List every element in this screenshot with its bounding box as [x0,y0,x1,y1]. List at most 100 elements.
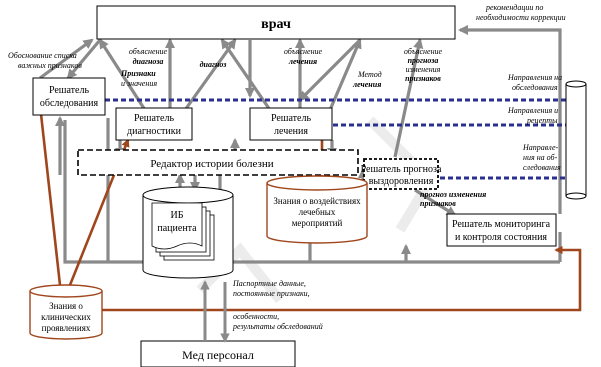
ann-referrals-2: обследования [512,83,558,92]
ann-method-2: лечения [352,80,381,89]
medical-staff-label: Мед персонал [182,348,254,362]
annotations: Обоснование списка важных признаков объя… [8,3,566,331]
ann-prescriptions-1: Направления и [507,106,558,115]
svg-text:лечения: лечения [352,80,381,89]
monitoring-solver: Решатель мониторинга и контроля состояни… [446,213,557,247]
svg-text:Знания о: Знания о [49,301,83,311]
svg-text:проявлениях: проявлениях [42,323,91,333]
ann-treat-expl-1: объяснение [284,47,323,56]
ann-sign-change-2: признаков [420,199,456,208]
ann-justification-1: Обоснование списка [8,51,77,60]
treat-knowledge-line1: Знания о воздействиях [273,196,361,206]
svg-text:клинических: клинических [41,312,91,322]
svg-text:необходимости коррекции: необходимости коррекции [476,13,566,22]
svg-text:признаков: признаков [405,74,441,83]
doctor-node: врач [96,5,456,40]
svg-text:Метод: Метод [357,70,382,79]
ann-referrals2-3: следования [523,163,561,172]
ann-referrals2-1: Направле- [522,143,558,152]
ann-diag-expl-1: объяснение [129,47,168,56]
ann-prog-expl-4: признаков [405,74,441,83]
history-editor: Редактор истории болезни [77,149,359,176]
svg-text:диагноза: диагноза [133,57,164,66]
ann-signs-2: и значения [121,79,157,88]
ann-signs-1: Признаки [120,69,156,78]
svg-text:обследования: обследования [512,83,558,92]
ann-prog-expl-1: объяснение [404,47,443,56]
monitoring-line2: и контроля состояния [455,232,547,243]
ann-justification-2: важных признаков [18,61,82,70]
treat-solver-line1: Решатель [271,113,312,124]
svg-text:ИБ: ИБ [171,210,184,221]
treat-knowledge-line3: мероприятий [292,218,343,228]
patient-record-db: ИБ пациента [142,186,234,279]
svg-text:Направления и: Направления и [507,106,558,115]
ann-referrals2-2: ния на об- [523,153,558,162]
svg-text:выздоровления: выздоровления [369,176,434,187]
exam-solver-line1: Решатель [49,85,90,96]
svg-text:лечения: лечения [288,57,317,66]
diag-solver-line1: Решатель [134,113,175,124]
treat-solver-line2: лечения [274,126,308,137]
monitoring-line1: Решатель мониторинга [452,219,551,230]
ann-diagnosis: диагноз [200,60,227,69]
clinical-line3: проявлениях [42,323,91,333]
svg-text:важных признаков: важных признаков [18,61,82,70]
prognosis-solver: Решатель прогноза выздоровления [361,158,442,190]
svg-text:пациента: пациента [157,223,197,234]
referral-arrows [105,94,583,184]
prognosis-line1: Решатель прогноза [361,164,442,175]
svg-text:прогноза: прогноза [408,56,439,65]
svg-text:Решатель прогноза: Решатель прогноза [361,164,442,175]
svg-text:и контроля состояния: и контроля состояния [455,232,547,243]
treatment-knowledge-db: Знания о воздействиях лечебных мероприят… [266,175,368,244]
ann-prescriptions-2: рецепты [526,116,558,125]
svg-text:Признаки: Признаки [120,69,156,78]
svg-text:Направле-: Направле- [522,143,558,152]
svg-text:признаков: признаков [420,199,456,208]
staff-arrows [200,280,230,343]
svg-text:Знания о воздействиях: Знания о воздействиях [273,196,361,206]
svg-text:диагностики: диагностики [127,126,182,137]
svg-text:ния на об-: ния на об- [523,153,558,162]
ann-referrals-1: Направления на [507,73,562,82]
svg-text:Решатель мониторинга: Решатель мониторинга [452,219,551,230]
document-scroll [565,80,587,200]
ann-prog-expl-3: изменения [406,65,441,74]
svg-text:результаты обследований: результаты обследований [232,322,323,331]
svg-text:Решатель: Решатель [49,85,90,96]
prognosis-line2: выздоровления [369,176,434,187]
examination-solver: Решатель обследования [32,77,106,116]
clinical-knowledge-db: Знания о клинических проявлениях [29,284,103,340]
medical-staff: Мед персонал [140,340,296,367]
ann-correction-2: необходимости коррекции [476,13,566,22]
diagnostics-solver: Решатель диагностики [115,107,193,141]
svg-text:Решатель: Решатель [134,113,175,124]
patient-record-line2: пациента [157,223,197,234]
ann-correction-1: рекомендации по [485,3,543,12]
clinical-line2: клинических [41,312,91,322]
svg-text:лечебных: лечебных [299,207,336,217]
treat-knowledge-line2: лечебных [299,207,336,217]
svg-text:Направления на: Направления на [507,73,562,82]
svg-text:особенности,: особенности, [233,312,279,321]
exam-solver-line2: обследования [40,98,99,109]
svg-text:объяснение: объяснение [129,47,168,56]
svg-text:обследования: обследования [40,98,99,109]
diag-solver-line2: диагностики [127,126,182,137]
svg-text:рецепты: рецепты [526,116,558,125]
svg-text:мероприятий: мероприятий [292,218,343,228]
svg-text:рекомендации по: рекомендации по [485,3,543,12]
treatment-solver: Решатель лечения [249,107,333,141]
ann-treat-expl-2: лечения [288,57,317,66]
svg-text:следования: следования [523,163,561,172]
ann-sign-change-1: прогноз изменения [420,190,486,199]
svg-text:Обоснование списка: Обоснование списка [8,51,77,60]
ann-prog-expl-2: прогноза [408,56,439,65]
svg-text:изменения: изменения [406,65,441,74]
ann-method-1: Метод [357,70,382,79]
ann-features-1: особенности, [233,312,279,321]
svg-text:Паспортные данные,: Паспортные данные, [232,279,306,288]
svg-text:прогноз изменения: прогноз изменения [420,190,486,199]
